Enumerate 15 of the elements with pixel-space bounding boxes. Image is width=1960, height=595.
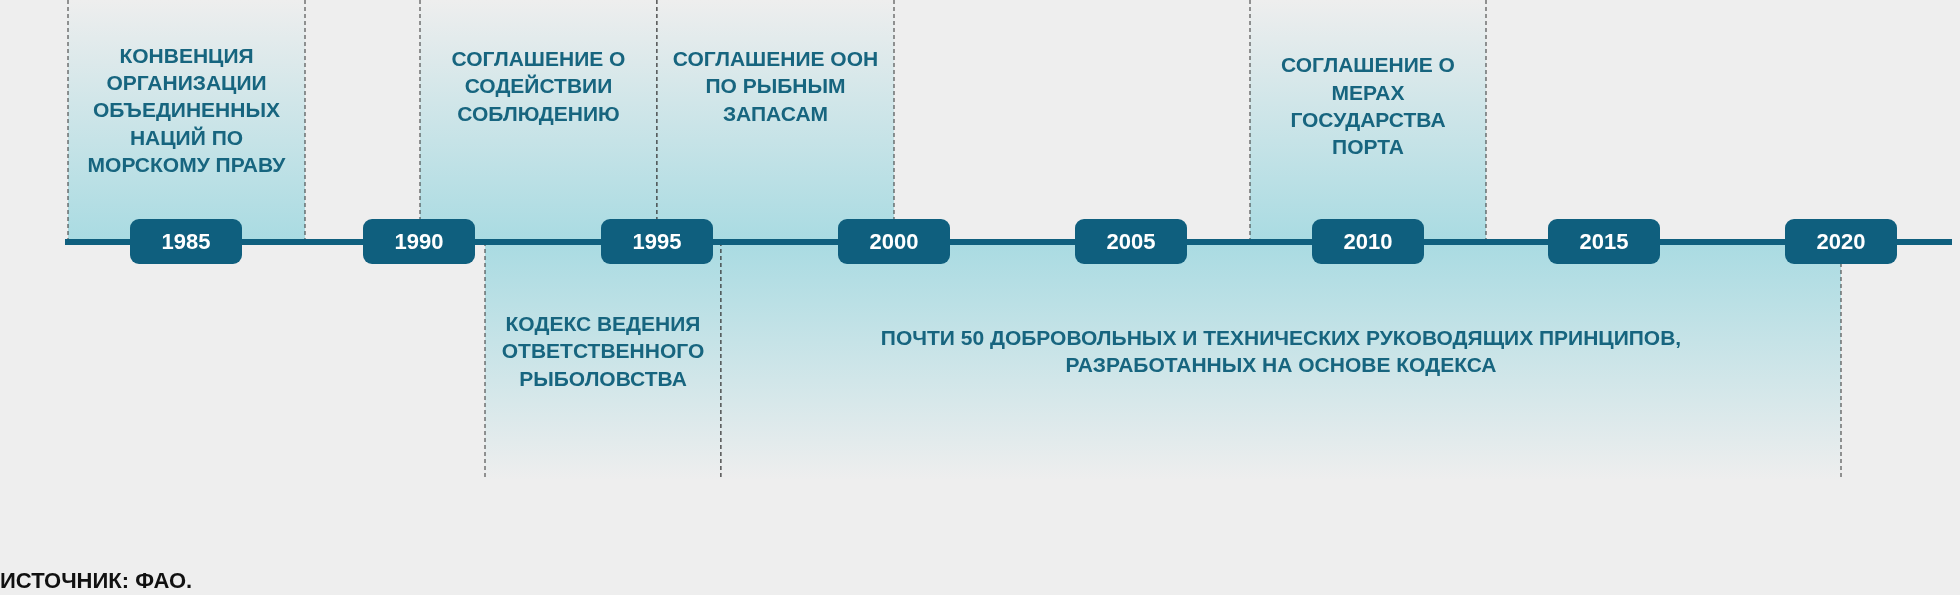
year-badge: 1985	[130, 219, 242, 264]
event-label: СОГЛАШЕНИЕ ООН ПО РЫБНЫМ ЗАПАСАМ	[671, 46, 880, 127]
year-badge: 2005	[1075, 219, 1187, 264]
year-badge: 2010	[1312, 219, 1424, 264]
event-label: КОДЕКС ВЕДЕНИЯ ОТВЕТСТВЕННОГО РЫБОЛОВСТВА	[500, 311, 706, 392]
event-label: СОГЛАШЕНИЕ О СОДЕЙСТВИИ СОБЛЮДЕНИЮ	[450, 46, 627, 127]
event-label: КОНВЕНЦИЯ ОРГАНИЗАЦИИ ОБЪЕДИНЕННЫХ НАЦИЙ ПО МОРСКОМУ ПРАВУ	[86, 42, 287, 178]
year-badge: 1995	[601, 219, 713, 264]
year-badge: 2000	[838, 219, 950, 264]
source-caption: ИСТОЧНИК: ФАО.	[0, 568, 193, 594]
event-label: ПОЧТИ 50 ДОБРОВОЛЬНЫХ И ТЕХНИЧЕСКИХ РУКОВОДЯЩИХ ПРИНЦИПОВ, РАЗРАБОТАННЫХ НА ОСНОВЕ КОДЕКСА	[879, 324, 1683, 378]
year-badge: 1990	[363, 219, 475, 264]
event-label: СОГЛАШЕНИЕ О МЕРАХ ГОСУДАРСТВА ПОРТА	[1280, 52, 1456, 161]
year-badge: 2015	[1548, 219, 1660, 264]
year-badge: 2020	[1785, 219, 1897, 264]
